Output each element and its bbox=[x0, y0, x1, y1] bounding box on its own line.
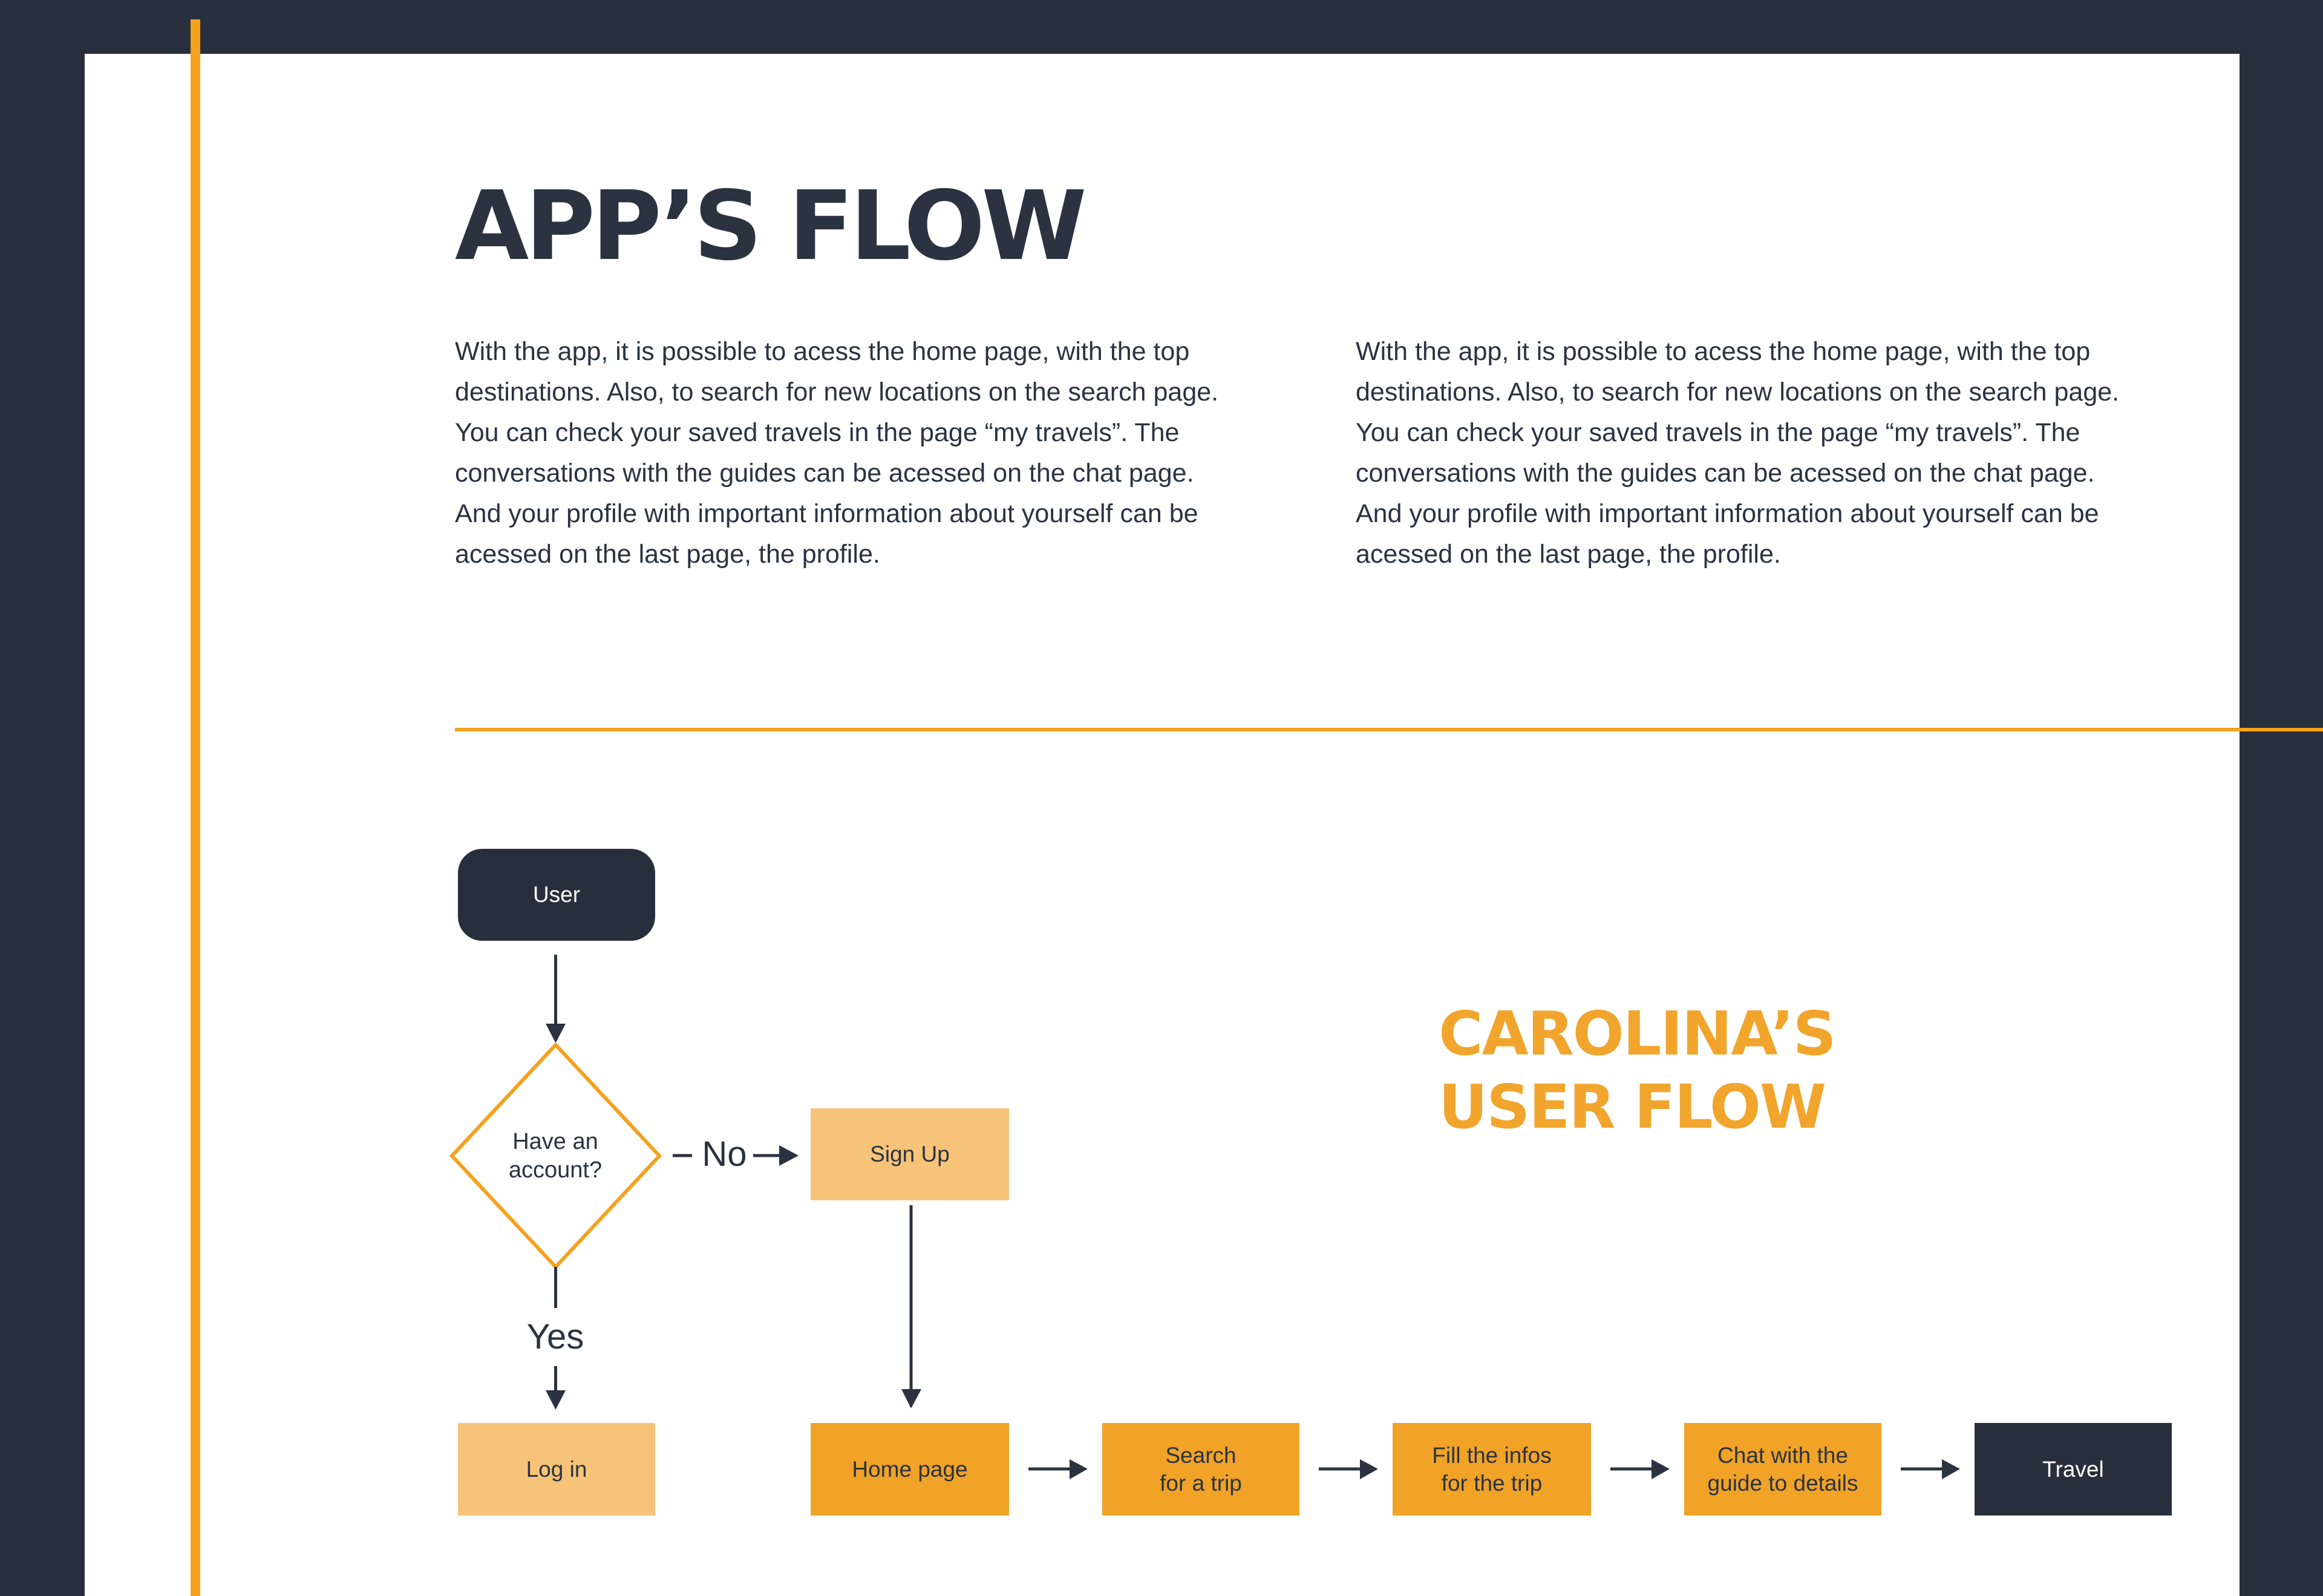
right-border-strip bbox=[2240, 0, 2323, 1596]
node-sign-up: Sign Up bbox=[811, 1108, 1009, 1200]
node-search-line2: for a trip bbox=[1160, 1470, 1242, 1496]
intro-paragraph-right: With the app, it is possible to acess th… bbox=[1356, 337, 2120, 569]
flow-heading-line1: CAROLINA’S bbox=[1439, 998, 1837, 1069]
node-user: User bbox=[458, 849, 655, 941]
branch-no-label: No bbox=[702, 1134, 747, 1174]
page-background bbox=[85, 54, 2240, 1596]
top-border-bar bbox=[0, 0, 2323, 54]
left-border-strip bbox=[0, 0, 85, 1596]
node-travel: Travel bbox=[1975, 1423, 2172, 1516]
intro-paragraph-left: With the app, it is possible to acess th… bbox=[455, 337, 1219, 569]
node-user-label: User bbox=[532, 882, 581, 907]
page-title: APP’S FLOW bbox=[455, 171, 1087, 282]
decision-line2: account? bbox=[508, 1157, 603, 1183]
node-fill-infos-line1: Fill the infos bbox=[1432, 1442, 1552, 1468]
node-sign-up-label: Sign Up bbox=[870, 1142, 950, 1166]
decision-line1: Have an bbox=[512, 1128, 598, 1154]
node-chat-guide-line1: Chat with the bbox=[1717, 1442, 1848, 1468]
node-log-in-label: Log in bbox=[526, 1456, 587, 1482]
node-home-page: Home page bbox=[811, 1423, 1009, 1516]
node-search: Search for a trip bbox=[1102, 1423, 1299, 1516]
node-fill-infos: Fill the infos for the trip bbox=[1393, 1423, 1591, 1516]
node-chat-guide-line2: guide to details bbox=[1707, 1470, 1858, 1496]
node-search-line1: Search bbox=[1165, 1442, 1237, 1468]
node-home-page-label: Home page bbox=[852, 1456, 968, 1482]
node-decision-label: Have an account? bbox=[465, 1112, 646, 1200]
node-fill-infos-line2: for the trip bbox=[1441, 1470, 1543, 1496]
flow-heading-line2: USER FLOW bbox=[1439, 1071, 1826, 1142]
node-chat-guide: Chat with the guide to details bbox=[1684, 1423, 1881, 1516]
node-log-in: Log in bbox=[458, 1423, 655, 1516]
branch-yes-label: Yes bbox=[526, 1317, 584, 1356]
node-travel-label: Travel bbox=[2042, 1456, 2104, 1482]
vertical-accent-line bbox=[191, 19, 200, 1596]
horizontal-divider-line bbox=[455, 728, 2323, 731]
flow-heading: CAROLINA’S USER FLOW bbox=[1439, 997, 1837, 1143]
